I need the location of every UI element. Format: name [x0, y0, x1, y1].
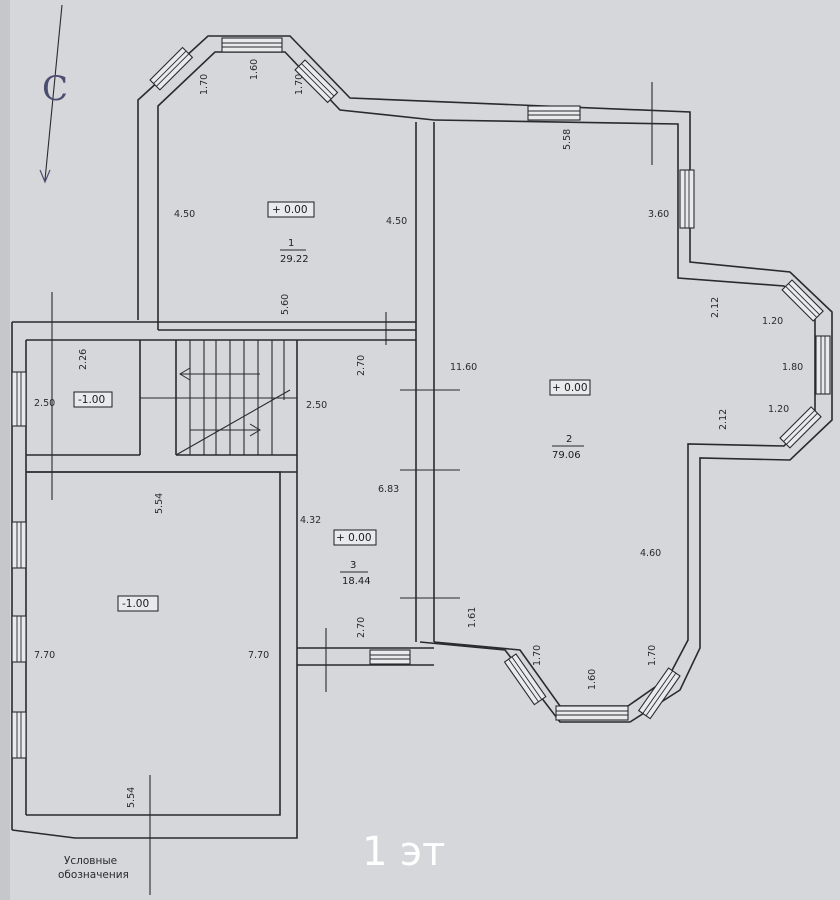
window-r2-bay-mid [815, 335, 831, 395]
dim-small-top: 2.26 [78, 349, 89, 370]
dim-r1-bay-right: 1.70 [294, 74, 305, 95]
room-1-area: 29.22 [280, 254, 309, 265]
compass-letter: С [42, 69, 68, 109]
compass-marker: С [39, 4, 68, 184]
garage-labels: -1.00 [117, 595, 159, 612]
room-3-number: 3 [350, 560, 356, 571]
outer-walls [11, 35, 833, 839]
window-r1-left [149, 46, 194, 91]
dim-r2-bay-up-short: 1.20 [762, 316, 783, 327]
window-r3 [369, 649, 411, 665]
dim-garage-bottom: 5.54 [126, 787, 137, 808]
dim-r1-bay-mid: 1.60 [249, 59, 260, 80]
dim-r2-right-upper: 3.60 [648, 209, 669, 220]
section-lines [51, 82, 653, 895]
dim-garage-right: 7.70 [248, 650, 269, 661]
dim-r3-right: 6.83 [378, 484, 399, 495]
dim-r2-left: 11.60 [450, 362, 477, 373]
room-3-labels: + 0.00 3 18.44 [333, 529, 377, 587]
dim-r1-bottom: 5.60 [280, 294, 291, 315]
legend-label-line1: Условные [64, 855, 117, 867]
dim-r2-bay2-right: 1.70 [647, 645, 658, 666]
room-3-area: 18.44 [342, 576, 371, 587]
dim-garage-left: 7.70 [34, 650, 55, 661]
window-small-room [11, 371, 27, 427]
small-room-level: -1.00 [78, 394, 105, 406]
window-r2-bottom-right [637, 667, 681, 720]
dim-stair-right: 2.50 [306, 400, 327, 411]
room-3-level: + 0.00 [336, 532, 372, 544]
dim-r1-left: 4.50 [174, 209, 195, 220]
paper-edge [0, 0, 10, 900]
dim-r2-low-left: 1.61 [467, 607, 478, 628]
dim-r2-bay2-mid: 1.60 [587, 669, 598, 690]
window-r2-top [527, 105, 581, 121]
room-2-number: 2 [566, 434, 572, 445]
dim-r1-right: 4.50 [386, 216, 407, 227]
dimension-labels: 1.70 1.60 1.70 4.50 4.50 5.60 5.58 3.60 … [34, 59, 803, 808]
window-r1-top [221, 37, 283, 53]
room-2-labels: + 0.00 2 79.06 [549, 379, 591, 461]
dim-r3-top: 2.70 [356, 355, 367, 376]
dim-r2-bay-up-diag: 2.12 [710, 297, 721, 318]
dim-r3-bottom: 2.70 [356, 617, 367, 638]
window-r2-bottom [555, 705, 629, 721]
small-room-labels: -1.00 [73, 391, 113, 408]
floor-label: 1 эт [362, 829, 445, 875]
dim-r2-bay-mid: 1.80 [782, 362, 803, 373]
dim-r2-bay-low-diag: 2.12 [718, 409, 729, 430]
room-2-level: + 0.00 [552, 382, 588, 394]
window-garage-2 [11, 615, 27, 663]
window-garage-1 [11, 521, 27, 569]
dim-r1-bay-left: 1.70 [199, 74, 210, 95]
room-1-number: 1 [288, 238, 294, 249]
legend-label-line2: обозначения [58, 869, 129, 881]
dim-r2-bay-low-short: 1.20 [768, 404, 789, 415]
dim-r3-left: 4.32 [300, 515, 321, 526]
window-garage-3 [11, 711, 27, 759]
room-2-area: 79.06 [552, 450, 581, 461]
window-r1-right [294, 59, 339, 104]
dim-r2-right-lower: 4.60 [640, 548, 661, 559]
staircase [140, 340, 297, 456]
window-r2-bay-low [779, 406, 822, 449]
dim-r2-top: 5.58 [562, 129, 573, 150]
window-r2-bottom-left [503, 653, 547, 706]
garage-level: -1.00 [122, 598, 149, 610]
dim-small-left: 2.50 [34, 398, 55, 409]
room-1-labels: + 0.00 1 29.22 [267, 201, 315, 265]
dim-r2-bay2-left: 1.70 [532, 645, 543, 666]
room-1-level: + 0.00 [272, 204, 308, 216]
dim-garage-top: 5.54 [154, 493, 165, 514]
windows [11, 37, 831, 759]
window-r2-right [679, 169, 695, 229]
window-r2-bay-up [781, 279, 824, 322]
